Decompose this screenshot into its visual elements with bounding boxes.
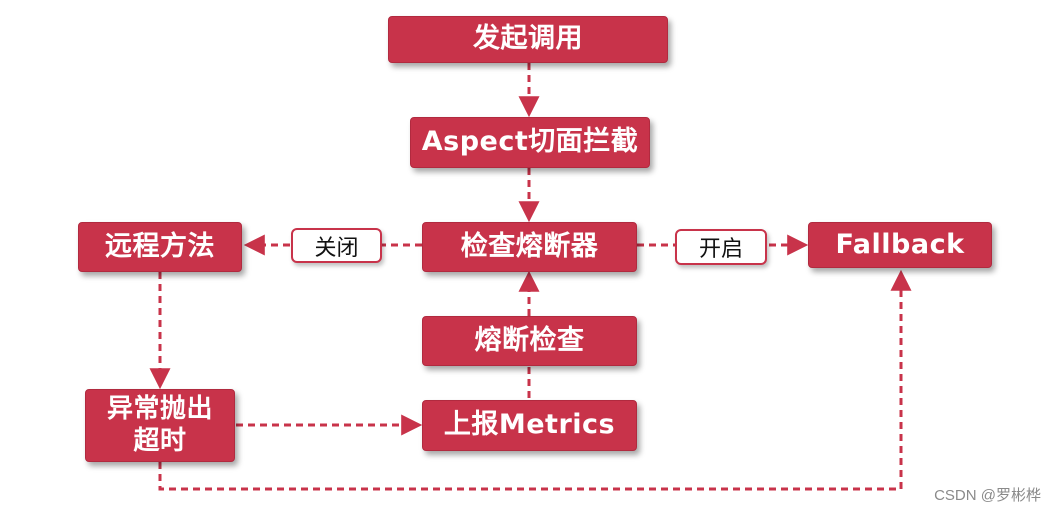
node-exception-timeout: 异常抛出 超时 — [85, 389, 235, 462]
node-remote-method-label: 远程方法 — [105, 230, 215, 262]
node-exception-timeout-line1: 异常抛出 — [106, 394, 213, 425]
node-fallback: Fallback — [808, 222, 992, 268]
node-aspect-intercept-label: Aspect切面拦截 — [421, 126, 639, 158]
node-report-metrics: 上报Metrics — [422, 400, 637, 451]
node-remote-method: 远程方法 — [78, 222, 242, 272]
edge-exception-to-fallback — [158, 269, 912, 491]
node-check-breaker-label: 检查熔断器 — [460, 230, 599, 262]
edge-label-open: 开启 — [675, 229, 767, 265]
node-breaker-check: 熔断检查 — [422, 316, 637, 366]
node-breaker-check-label: 熔断检查 — [474, 324, 585, 356]
node-initiate-call-label: 发起调用 — [473, 23, 583, 55]
edge-label-open-text: 开启 — [698, 237, 743, 262]
watermark: CSDN @罗彬桦 — [934, 487, 1041, 504]
node-fallback-label: Fallback — [835, 228, 965, 260]
node-initiate-call: 发起调用 — [388, 16, 668, 63]
edge-label-closed-text: 关闭 — [314, 235, 359, 261]
node-check-breaker: 检查熔断器 — [422, 222, 637, 272]
node-exception-timeout-line2: 超时 — [133, 425, 187, 456]
edge-label-closed: 关闭 — [291, 228, 382, 263]
node-report-metrics-label: 上报Metrics — [443, 409, 616, 441]
node-aspect-intercept: Aspect切面拦截 — [410, 117, 650, 168]
